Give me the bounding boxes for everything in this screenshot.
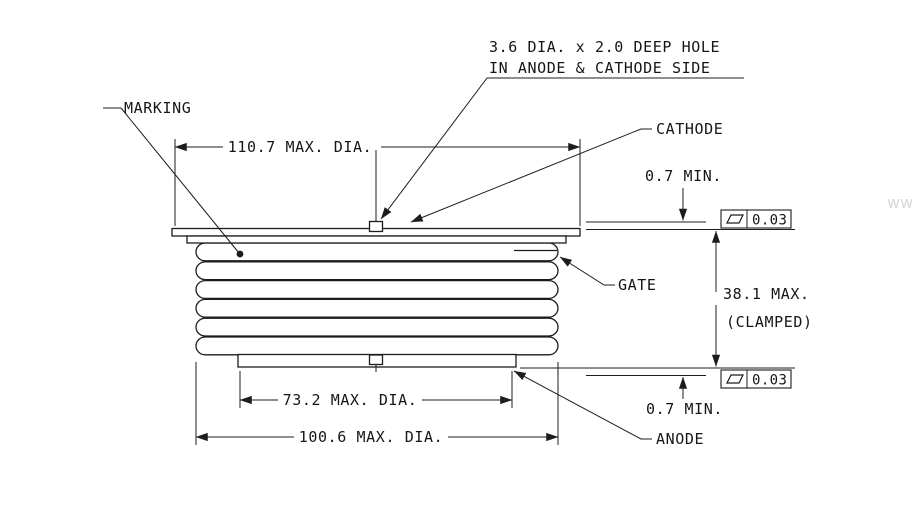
flatness-icon [726,374,744,384]
hole-note-leader-line [380,77,488,220]
body-rib [195,279,559,300]
hole-note-line2: IN ANODE & CATHODE SIDE [489,59,711,77]
watermark: ww [887,193,913,212]
gate-leader-line [559,256,615,286]
anode-callout: ANODE [513,370,704,448]
hole-note-line1: 3.6 DIA. x 2.0 DEEP HOLE [489,38,720,56]
body-rib [195,261,559,281]
body-rib [195,242,559,262]
marking-dot [236,250,244,258]
body-rib [195,336,559,356]
flatness-bottom-value: 0.03 [752,373,787,389]
cathode-label: CATHODE [656,120,723,138]
dim-bottom-diameter: 100.6 MAX. DIA. [195,362,559,446]
dim-top-diameter: 110.7 MAX. DIA. [174,138,581,226]
dim-mid-diameter-text: 73.2 MAX. DIA. [283,391,418,409]
anode-leader-line [513,370,652,440]
flatness-icon [726,214,744,224]
flatness-frame-bottom: 0.03 [720,369,792,389]
marking-leader-line [120,107,240,254]
cathode-callout: CATHODE [410,120,723,223]
marking-callout: MARKING [103,99,244,258]
anode-label: ANODE [656,430,704,448]
body-rib [195,317,559,337]
gate-callout: GATE [559,256,657,294]
dim-min-top-text: 0.7 MIN. [645,167,722,185]
dim-height: 0.7 MIN. 38.1 MAX. (CLAMPED) 0.7 MIN. [520,167,813,418]
body-rib [195,298,559,318]
dim-mid-diameter: 73.2 MAX. DIA. [239,371,513,409]
cathode-leader-line [410,128,652,223]
cathode-center-hole [368,220,384,233]
anode-center-hole [368,354,384,366]
dim-bottom-diameter-text: 100.6 MAX. DIA. [299,428,443,446]
flatness-top-value: 0.03 [752,213,787,229]
cathode-flange-inner [186,235,567,244]
dim-min-bottom-text: 0.7 MIN. [646,400,723,418]
gate-label: GATE [618,276,657,294]
dim-height-note-text: (CLAMPED) [726,313,813,331]
device-outline [171,150,581,372]
marking-label: MARKING [124,99,191,117]
dim-top-diameter-text: 110.7 MAX. DIA. [228,138,372,156]
hole-note: 3.6 DIA. x 2.0 DEEP HOLE IN ANODE & CATH… [380,38,744,220]
flatness-frame-top: 0.03 [720,209,792,229]
dim-height-text: 38.1 MAX. [723,285,810,303]
